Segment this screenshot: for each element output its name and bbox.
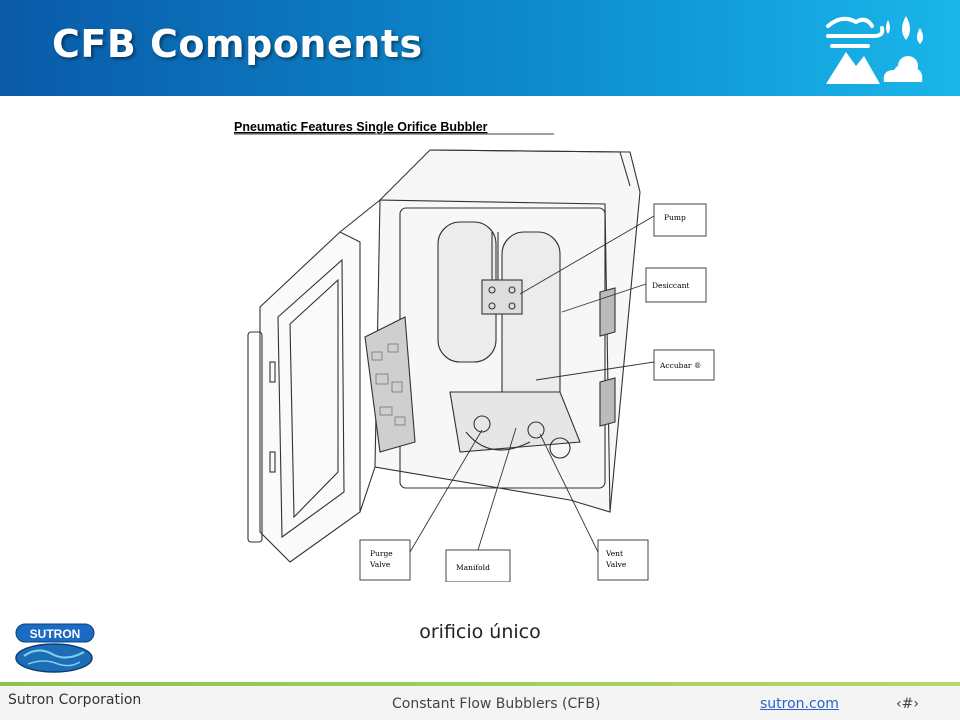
- slide-number: ‹#›: [896, 696, 919, 712]
- footer-company: Sutron Corporation: [8, 692, 142, 708]
- weather-icon: [826, 16, 923, 84]
- label-manifold: Manifold: [456, 563, 490, 572]
- slide-footer: [0, 686, 960, 720]
- diagram-heading: Pneumatic Features Single Orifice Bubble…: [234, 120, 488, 134]
- label-vent-valve-2: Valve: [605, 560, 627, 569]
- footer-website-link[interactable]: sutron.com: [760, 696, 839, 712]
- label-pump: Pump: [664, 213, 686, 222]
- label-vent-valve-1: Vent: [605, 549, 623, 558]
- label-purge-valve-2: Valve: [369, 560, 391, 569]
- label-desiccant: Desiccant: [652, 281, 689, 290]
- footer-center-text: Constant Flow Bubblers (CFB): [392, 696, 601, 712]
- slide-header: [0, 0, 960, 96]
- sutron-logo: SUTRON: [15, 623, 95, 673]
- slide-caption: orificio único: [419, 621, 541, 643]
- logo-text: SUTRON: [30, 627, 81, 641]
- label-purge-valve-1: Purge: [370, 549, 393, 558]
- cfb-components-diagram: Pneumatic Features Single Orifice Bubble…: [234, 120, 715, 582]
- label-accubar: Accubar ®: [659, 361, 701, 370]
- footer-accent-line: [0, 682, 960, 686]
- slide-title: CFB Components: [52, 22, 423, 66]
